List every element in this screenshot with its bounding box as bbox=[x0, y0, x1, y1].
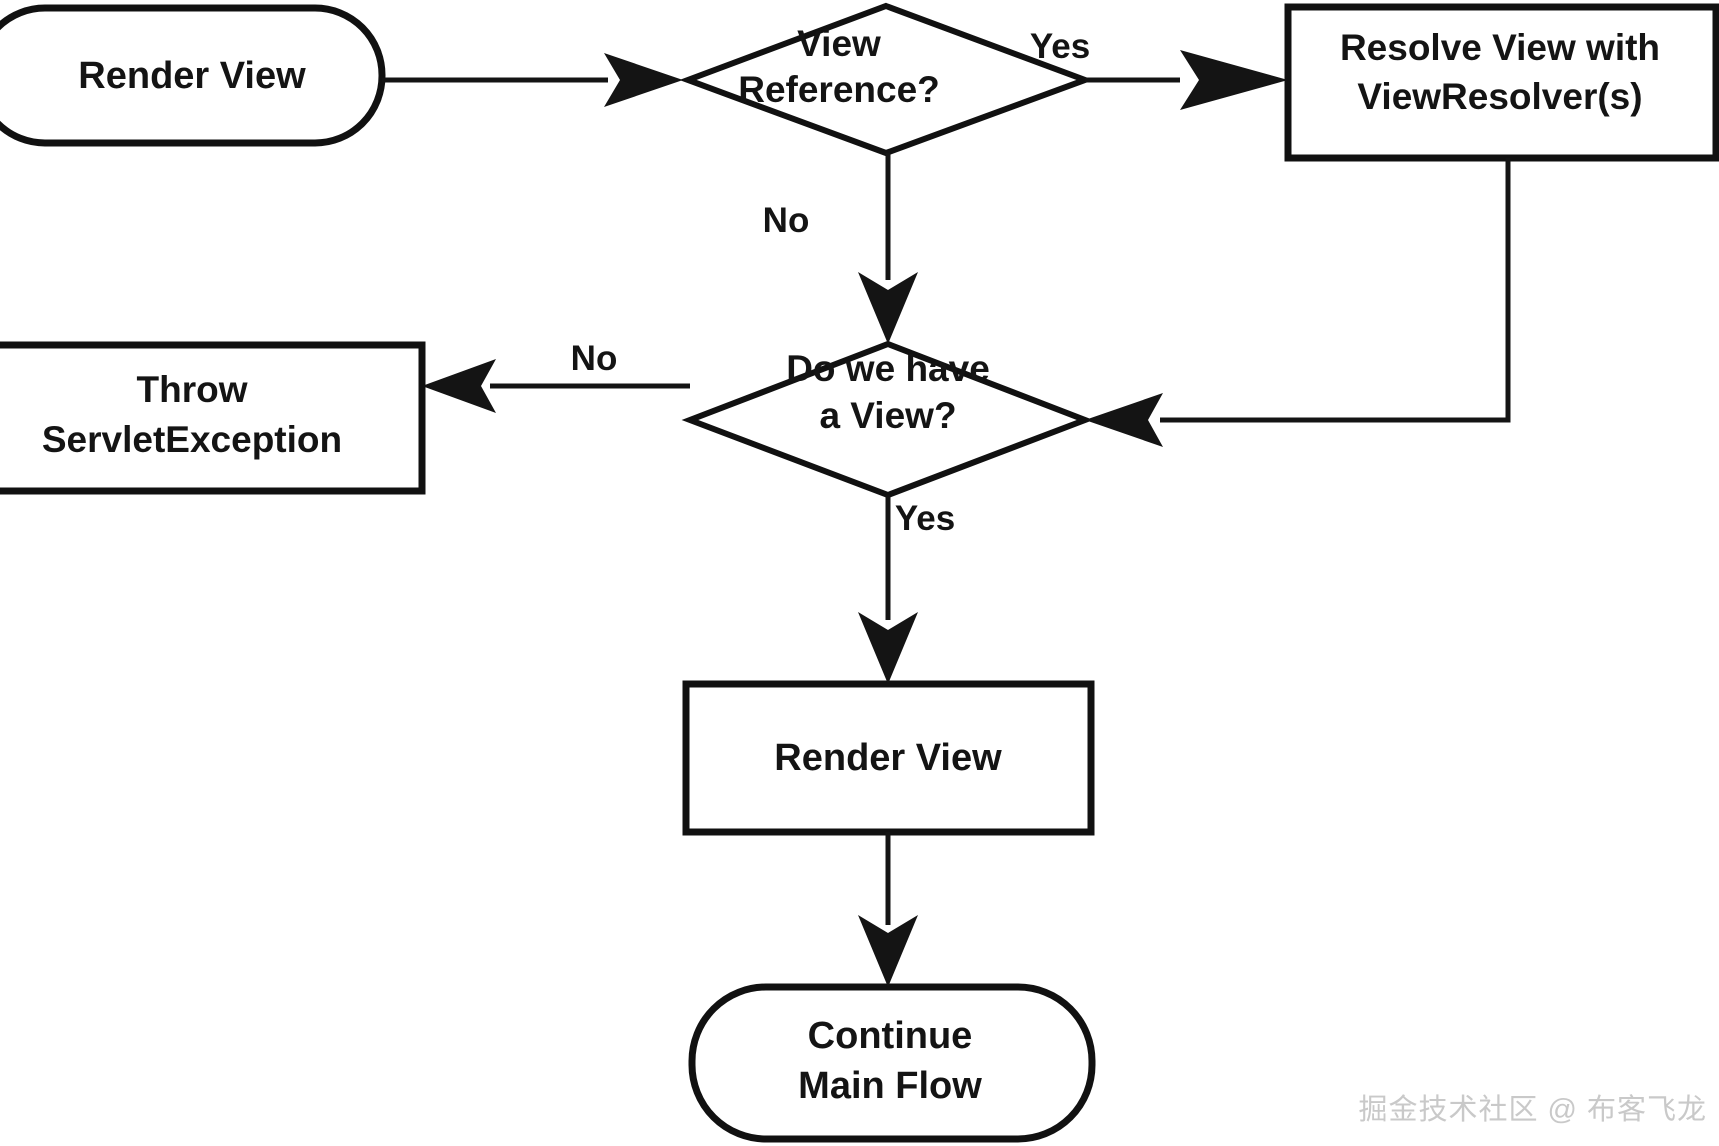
edge-viewref-no: No bbox=[763, 153, 918, 344]
node-view-reference-decision[interactable]: View Reference? bbox=[679, 2, 1094, 157]
edge-viewref-yes: Yes bbox=[1030, 27, 1288, 110]
node-throw-exception-line2: ServletException bbox=[42, 419, 342, 460]
edge-render-to-continue bbox=[858, 832, 918, 987]
node-have-view-decision[interactable]: Do we have a View? bbox=[681, 340, 1094, 499]
process-shape bbox=[1284, 3, 1719, 162]
node-start-render-view[interactable]: Render View bbox=[0, 4, 386, 147]
node-throw-exception-line1: Throw bbox=[137, 369, 248, 410]
node-continue-main-flow-line1: Continue bbox=[808, 1015, 973, 1057]
node-render-view[interactable]: Render View bbox=[682, 680, 1095, 836]
edge-label-viewref-yes: Yes bbox=[1030, 27, 1090, 66]
node-throw-servlet-exception[interactable]: Throw ServletException bbox=[0, 341, 426, 495]
arrow-head-left bbox=[422, 359, 496, 413]
node-resolve-view[interactable]: Resolve View with ViewResolver(s) bbox=[1284, 3, 1719, 162]
process-shape bbox=[682, 680, 1095, 836]
edge-haveview-yes: Yes bbox=[858, 495, 955, 684]
terminal-shape bbox=[0, 4, 386, 147]
edge-path bbox=[1160, 158, 1511, 423]
node-resolve-view-line2: ViewResolver(s) bbox=[1357, 76, 1642, 117]
node-view-reference-line2: Reference? bbox=[738, 69, 940, 110]
edge-haveview-no: No bbox=[422, 339, 690, 413]
node-have-view-line2: a View? bbox=[819, 395, 956, 436]
node-continue-main-flow-line2: Main Flow bbox=[798, 1065, 982, 1107]
process-shape bbox=[0, 341, 426, 495]
arrow-head-down bbox=[858, 915, 918, 987]
node-render-view-label: Render View bbox=[774, 737, 1002, 779]
edge-label-haveview-yes: Yes bbox=[895, 499, 955, 538]
arrow-head-right bbox=[1180, 50, 1288, 110]
arrow-head-down bbox=[858, 272, 918, 344]
arrow-head-down bbox=[858, 612, 918, 684]
watermark-text: 掘金技术社区 @ 布客飞龙 bbox=[1358, 1094, 1707, 1126]
node-start-render-view-label: Render View bbox=[78, 55, 306, 97]
node-view-reference-line1: View bbox=[797, 23, 881, 64]
edge-label-viewref-no: No bbox=[763, 201, 810, 240]
edge-label-haveview-no: No bbox=[571, 339, 618, 378]
edge-start-to-viewref bbox=[382, 53, 683, 107]
arrow-head-left bbox=[1085, 393, 1163, 447]
node-resolve-view-line1: Resolve View with bbox=[1340, 27, 1660, 68]
node-continue-main-flow[interactable]: Continue Main Flow bbox=[688, 983, 1096, 1143]
edge-resolve-to-haveview bbox=[1085, 158, 1511, 447]
arrow-head-right bbox=[604, 53, 683, 107]
terminal-shape bbox=[688, 983, 1096, 1143]
node-have-view-line1: Do we have bbox=[786, 348, 990, 389]
